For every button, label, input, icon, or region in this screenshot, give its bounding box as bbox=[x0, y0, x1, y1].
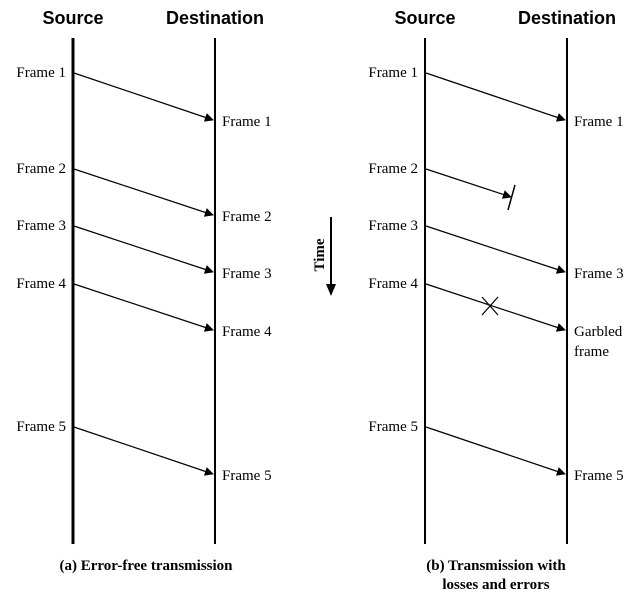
frame-arrow bbox=[73, 283, 214, 332]
received-frame-label: Frame 2 bbox=[222, 209, 272, 225]
sent-frame-label: Frame 4 bbox=[368, 276, 418, 292]
garbled-frame-label: frame bbox=[574, 344, 609, 360]
sent-frame-label: Frame 4 bbox=[16, 276, 66, 292]
source-header-right: Source bbox=[394, 8, 455, 28]
received-frame-label: Frame 5 bbox=[222, 468, 272, 484]
sent-frame-label: Frame 1 bbox=[368, 65, 418, 81]
sent-frame-label: Frame 2 bbox=[368, 161, 418, 177]
sent-frame-label: Frame 2 bbox=[16, 161, 66, 177]
source-header-left: Source bbox=[42, 8, 103, 28]
loss-bar-icon bbox=[507, 184, 516, 211]
received-frame-label: Frame 1 bbox=[222, 114, 272, 130]
caption-left: (a) Error-free transmission bbox=[59, 558, 233, 574]
frame-arrow bbox=[73, 426, 214, 476]
sent-frame-label: Frame 3 bbox=[16, 218, 66, 234]
frame-arrow bbox=[425, 225, 566, 274]
frame-arrow bbox=[73, 225, 214, 274]
received-frame-label: Frame 5 bbox=[574, 468, 624, 484]
garbled-frame-label: Garbled bbox=[574, 324, 623, 340]
received-frame-label: Frame 1 bbox=[574, 114, 624, 130]
panel-losses-errors: Source Destination Frame 1 Frame 2 Frame… bbox=[368, 8, 623, 593]
sent-frame-label: Frame 5 bbox=[16, 419, 66, 435]
sent-frame-label: Frame 5 bbox=[368, 419, 418, 435]
frame-arrow bbox=[73, 72, 214, 122]
time-indicator: Time bbox=[312, 217, 336, 296]
received-frame-label: Frame 3 bbox=[574, 266, 624, 282]
time-arrowhead bbox=[326, 284, 336, 296]
lost-frame-arrow bbox=[425, 168, 512, 199]
caption-right-line-1: (b) Transmission with bbox=[426, 558, 566, 574]
frame-arrow bbox=[73, 168, 214, 217]
received-frame-label: Frame 4 bbox=[222, 324, 272, 340]
error-cross-icon bbox=[481, 296, 499, 316]
time-label: Time bbox=[312, 238, 328, 271]
destination-header-left: Destination bbox=[166, 8, 264, 28]
received-frame-label: Frame 3 bbox=[222, 266, 272, 282]
frame-arrow bbox=[425, 426, 566, 476]
frame-arrow bbox=[425, 72, 566, 122]
sent-frame-label: Frame 3 bbox=[368, 218, 418, 234]
destination-header-right: Destination bbox=[518, 8, 616, 28]
caption-right-line-2: losses and errors bbox=[442, 577, 549, 593]
garbled-frame-arrow bbox=[425, 283, 566, 332]
panel-error-free: Source Destination Frame 1 Frame 2 Frame… bbox=[16, 8, 272, 574]
sent-frame-label: Frame 1 bbox=[16, 65, 66, 81]
